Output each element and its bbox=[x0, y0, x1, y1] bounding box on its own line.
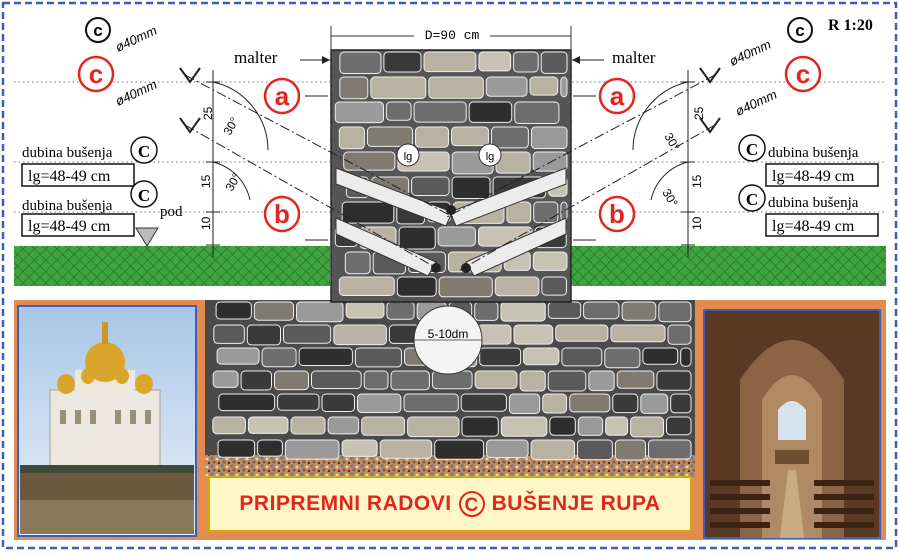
diameter-label: D=90 cm bbox=[425, 28, 480, 43]
title-left: PRIPREMNI RADOVI bbox=[239, 492, 452, 515]
lg-label-left: lg bbox=[404, 151, 413, 163]
cathedral-photo bbox=[17, 305, 197, 537]
core-size-label: 5-10dm bbox=[428, 327, 469, 341]
scale-label: R 1:20 bbox=[828, 17, 873, 34]
lg-circle-right bbox=[478, 143, 502, 167]
lg-value-left-lower: lg=48-49 cm bbox=[28, 218, 111, 235]
pod-label: pod bbox=[160, 204, 183, 220]
angle-label-left-lower: 30° bbox=[222, 171, 243, 194]
pipe-label-right-upper: ø40mm bbox=[727, 36, 773, 68]
drill-depth-right-upper: dubina bušenja bbox=[768, 145, 859, 161]
drill-depth-left-upper: dubina bušenja bbox=[22, 145, 113, 161]
dim-10-right: 10 bbox=[690, 216, 704, 230]
angle-arcs bbox=[212, 81, 689, 201]
angle-label-right-lower: 30° bbox=[659, 187, 680, 210]
drill-holes bbox=[335, 167, 567, 277]
lg-value-left-upper: lg=48-49 cm bbox=[28, 168, 111, 185]
c-mark-left-lower: C bbox=[138, 186, 150, 205]
lg-label-right: lg bbox=[486, 151, 495, 163]
drill-axes bbox=[184, 74, 716, 271]
drill-depth-left-lower: dubina bušenja bbox=[22, 198, 113, 214]
pipe-label-right-lower: ø40mm bbox=[733, 86, 779, 118]
svg-text:a: a bbox=[275, 81, 290, 111]
copyright-mark-right: c bbox=[787, 17, 813, 43]
callout-b-right: b bbox=[598, 195, 636, 233]
svg-text:b: b bbox=[609, 199, 625, 229]
dim-25-left: 25 bbox=[201, 106, 215, 120]
svg-text:c: c bbox=[89, 59, 103, 89]
dim-10-left: 10 bbox=[199, 216, 213, 230]
gravel-bed bbox=[205, 455, 695, 477]
title-right: BUŠENJE RUPA bbox=[491, 492, 661, 515]
dim-15-left: 15 bbox=[199, 174, 213, 188]
svg-text:c: c bbox=[93, 21, 102, 40]
callout-c-right: c bbox=[784, 55, 822, 93]
drill-depth-right-lower: dubina bušenja bbox=[768, 195, 859, 211]
guide-lines bbox=[14, 81, 886, 213]
lg-value-right-lower: lg=48-49 cm bbox=[772, 218, 855, 235]
svg-text:b: b bbox=[274, 199, 290, 229]
c-mark-right-upper: C bbox=[746, 140, 758, 159]
lg-value-right-upper: lg=48-49 cm bbox=[772, 168, 855, 185]
title-banner: PRIPREMNI RADOVI C BUŠENJE RUPA bbox=[208, 476, 692, 532]
callout-a-left: a bbox=[263, 77, 301, 115]
dim-25-right: 25 bbox=[692, 106, 706, 120]
floor-marker bbox=[135, 227, 159, 247]
malter-label-right: malter bbox=[612, 48, 656, 67]
dim-15-right: 15 bbox=[690, 174, 704, 188]
svg-text:c: c bbox=[796, 59, 810, 89]
pipe-label-left-lower: ø40mm bbox=[113, 76, 159, 108]
angle-label-right-upper: 30° bbox=[661, 131, 682, 154]
copyright-mark-left: c bbox=[85, 17, 111, 43]
lg-circle-left bbox=[396, 143, 420, 167]
c-mark-right-lower: C bbox=[746, 190, 758, 209]
callout-c-left: c bbox=[77, 55, 115, 93]
malter-label-left: malter bbox=[234, 48, 278, 67]
callout-a-right: a bbox=[598, 77, 636, 115]
pipe-symbols bbox=[179, 67, 721, 134]
callout-b-left: b bbox=[263, 195, 301, 233]
c-mark-left-upper: C bbox=[138, 142, 150, 161]
title-mark: C bbox=[458, 491, 485, 517]
svg-text:c: c bbox=[795, 21, 804, 40]
svg-text:a: a bbox=[610, 81, 625, 111]
pipe-label-left-upper: ø40mm bbox=[113, 22, 159, 54]
interior-photo bbox=[703, 309, 881, 539]
angle-label-left-upper: 30° bbox=[220, 115, 241, 138]
callout-arrows bbox=[305, 95, 596, 241]
